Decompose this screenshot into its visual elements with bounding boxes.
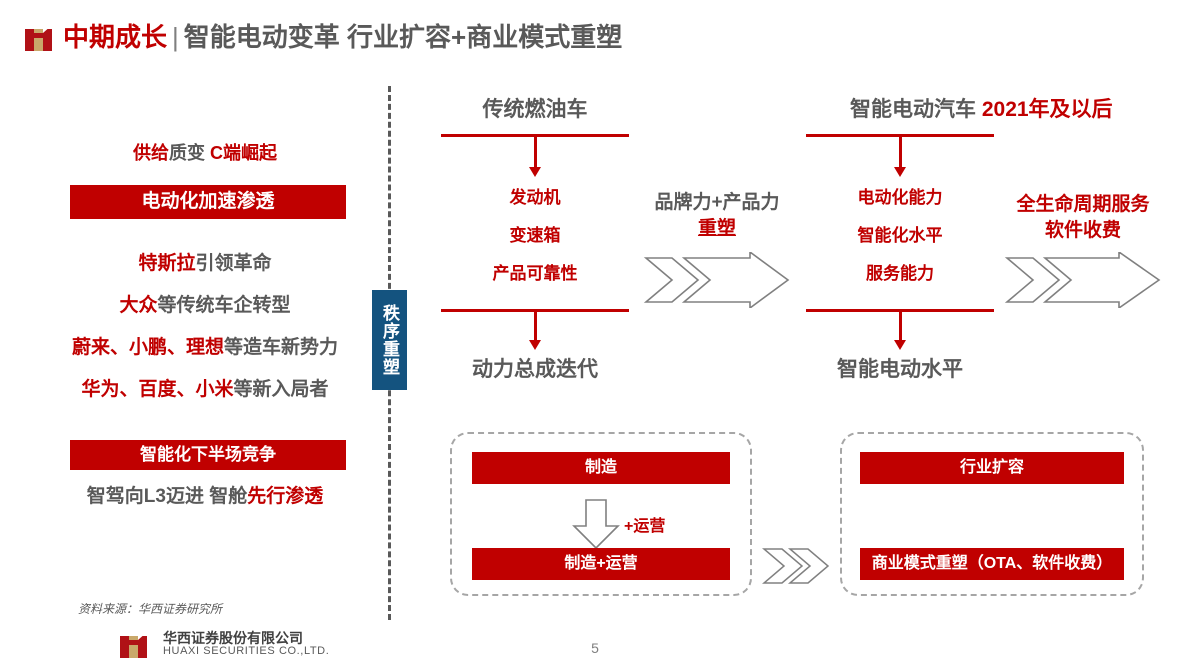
flow-left-item-2: 产品可靠性 xyxy=(492,264,578,283)
middle-arrow-text-red: 重塑 xyxy=(697,218,736,239)
right-arrow-icon xyxy=(642,250,792,313)
footer-logo: 华西证券股份有限公司 HUAXI SECURITIES CO.,LTD. xyxy=(118,628,329,662)
left-line-6-part-a: 智驾向L3迈进 智舱 xyxy=(86,486,248,507)
source-note: 资料来源：华西证券研究所 xyxy=(78,602,223,616)
right-arrow-text-line2: 软件收费 xyxy=(1044,220,1121,241)
flow-right-item-0: 电动化能力 xyxy=(857,188,943,207)
right-arrow-block: 全生命周期服务 软件收费 xyxy=(988,192,1178,313)
huaxi-h-logo-icon xyxy=(22,21,56,55)
left-line-4-part-a: 蔚来、小鹏、理想 xyxy=(71,337,224,358)
left-line-2-part-b: 引领革命 xyxy=(195,253,272,274)
flow-column-smart-ev: 智能电动汽车 2021年及以后 电动化能力 智能化水平 服务能力 智能电动水平 xyxy=(800,96,1113,384)
left-line-2-part-a: 特斯拉 xyxy=(138,253,196,274)
flow-left-arrow-top xyxy=(525,137,545,179)
footer-company-en: HUAXI SECURITIES CO.,LTD. xyxy=(163,645,330,657)
card-left-bar-top: 制造 xyxy=(472,452,730,484)
card-left-bar-bottom: 制造+运营 xyxy=(472,548,730,580)
header-separator: | xyxy=(172,22,179,52)
middle-arrow-icon-wrap xyxy=(622,250,812,313)
card-left-arrow-label: +运营 xyxy=(624,518,666,535)
flow-left-title: 传统燃油车 xyxy=(482,98,588,121)
left-line-3-part-b: 等传统车企转型 xyxy=(157,295,291,316)
left-banner-intelligence: 智能化下半场竞争 xyxy=(70,440,346,470)
flow-left-arrow-bottom xyxy=(525,312,545,352)
left-line-1: 供给质变 C端崛起 xyxy=(60,140,350,166)
left-line-6: 智驾向L3迈进 智舱先行渗透 xyxy=(54,483,356,511)
left-line-6-part-b: 先行渗透 xyxy=(247,486,324,507)
middle-arrow-text-gray: 品牌力+产品力 xyxy=(654,192,780,213)
order-reshape-label: 秩序重塑 xyxy=(372,290,407,390)
slide-header: 中期成长|智能电动变革 行业扩容+商业模式重塑 xyxy=(0,0,1190,72)
flow-right-bottom-rule xyxy=(806,309,994,312)
down-arrow-icon xyxy=(570,496,622,557)
left-line-1-part-c: C端崛起 xyxy=(205,143,277,163)
flow-right-top-rule xyxy=(806,134,994,137)
left-line-5-part-b: 等新入局者 xyxy=(233,379,329,400)
header-title-text: 智能电动变革 行业扩容+商业模式重塑 xyxy=(183,22,623,52)
left-line-1-part-b: 质变 xyxy=(169,143,205,163)
flow-right-arrow-bottom xyxy=(890,312,910,352)
flow-left-bottom-rule xyxy=(441,309,629,312)
flow-left-items: 发动机 变速箱 产品可靠性 xyxy=(435,187,635,285)
flow-right-title: 智能电动汽车 2021年及以后 xyxy=(850,96,1150,124)
page-number: 5 xyxy=(591,640,599,656)
left-line-4-part-b: 等造车新势力 xyxy=(224,337,339,358)
flow-right-bottom-label: 智能电动水平 xyxy=(837,358,963,381)
left-line-3-part-a: 大众 xyxy=(119,295,158,316)
card-business-model: 行业扩容 商业模式重塑（OTA、软件收费） xyxy=(840,432,1144,596)
page-title: 中期成长|智能电动变革 行业扩容+商业模式重塑 xyxy=(63,20,622,54)
footer-company-cn: 华西证券股份有限公司 xyxy=(163,632,303,647)
flow-left-item-0: 发动机 xyxy=(509,188,561,207)
left-line-1-part-a: 供给 xyxy=(133,143,169,163)
right-arrow-icon xyxy=(761,548,830,591)
left-line-2: 特斯拉引领革命 xyxy=(60,250,350,278)
card-connector-arrow xyxy=(761,545,830,592)
huaxi-h-logo-icon xyxy=(118,629,154,666)
left-line-5: 华为、百度、小米等新入局者 xyxy=(56,376,354,404)
flow-right-item-2: 服务能力 xyxy=(866,264,934,283)
card-right-bar-top: 行业扩容 xyxy=(860,452,1124,484)
right-arrow-text-line1: 全生命周期服务 xyxy=(1016,194,1150,215)
right-arrow-icon xyxy=(1003,250,1163,313)
left-line-5-part-a: 华为、百度、小米 xyxy=(81,379,234,400)
card-manufacturing: 制造 +运营 制造+运营 xyxy=(450,432,752,596)
flow-left-bottom-label: 动力总成迭代 xyxy=(472,358,598,381)
middle-arrow-block: 品牌力+产品力 重塑 xyxy=(622,190,812,313)
left-column: 供给质变 C端崛起 电动化加速渗透 特斯拉引领革命 大众等传统车企转型 蔚来、小… xyxy=(60,140,350,616)
left-banner-electrification: 电动化加速渗透 xyxy=(70,185,346,219)
flow-right-items: 电动化能力 智能化水平 服务能力 xyxy=(800,187,1000,285)
flow-left-top-rule xyxy=(441,134,629,137)
flow-right-item-1: 智能化水平 xyxy=(857,226,943,245)
left-line-4: 蔚来、小鹏、理想等造车新势力 xyxy=(52,334,358,362)
flow-right-title-gray: 智能电动汽车 xyxy=(850,98,982,121)
flow-left-item-1: 变速箱 xyxy=(509,226,561,245)
flow-right-title-red: 2021年及以后 xyxy=(981,98,1113,121)
flow-right-arrow-top xyxy=(890,137,910,179)
card-right-bar-bottom: 商业模式重塑（OTA、软件收费） xyxy=(860,548,1124,580)
left-line-3: 大众等传统车企转型 xyxy=(60,292,350,320)
flow-column-traditional: 传统燃油车 发动机 变速箱 产品可靠性 动力总成迭代 xyxy=(435,96,635,384)
header-tag: 中期成长 xyxy=(63,22,168,52)
right-arrow-icon-wrap xyxy=(988,250,1178,313)
